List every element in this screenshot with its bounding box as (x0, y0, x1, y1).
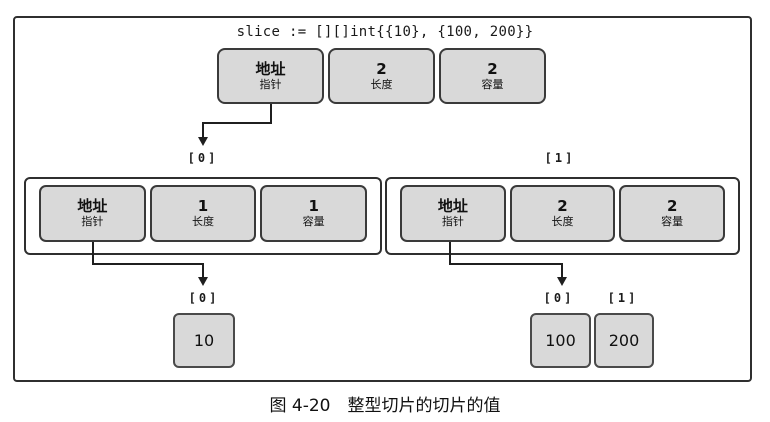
inner-slice-1-length-value: 2 (557, 197, 568, 216)
inner-slice-0-capacity-label: 容量 (302, 215, 325, 229)
outer-capacity-box: 2 容量 (439, 48, 546, 104)
inner-slice-1-header: 地址 指针 2 长度 2 容量 (385, 177, 740, 255)
outer-pointer-arrow-segment (270, 104, 272, 123)
outer-pointer-value: 地址 (255, 59, 286, 78)
inner-slice-0-pointer-value: 地址 (77, 197, 108, 216)
element-value-box: 100 (530, 313, 591, 368)
inner-slice-0-capacity-value: 1 (308, 197, 319, 216)
inner-slice-1-capacity-value: 2 (666, 197, 678, 216)
outer-pointer-arrowhead-icon (198, 137, 208, 146)
inner-slice-0-pointer-box: 地址 指针 (39, 185, 146, 242)
inner-slice-1-index-label: [1] (544, 151, 576, 165)
inner-slice-0-pointer-arrow-segment (92, 263, 204, 265)
outer-pointer-arrow-segment (202, 122, 204, 138)
outer-length-value: 2 (376, 59, 387, 78)
inner-slice-0-header: 地址 指针 1 长度 1 容量 (24, 177, 382, 255)
inner-slice-0-index-label: [0] (187, 151, 219, 165)
outer-capacity-value: 2 (487, 59, 498, 78)
element-100-index-label: [0] (543, 291, 575, 305)
figure-caption: 图 4-20 整型切片的切片的值 (269, 396, 501, 416)
inner-slice-0-pointer-label: 指针 (81, 215, 104, 229)
element-10-index-label: [0] (188, 291, 220, 305)
outer-pointer-arrow-segment (202, 122, 272, 124)
element-value-box: 200 (594, 313, 654, 368)
inner-slice-1-length-label: 长度 (551, 215, 574, 229)
inner-slice-0-pointer-arrow-segment (92, 242, 94, 264)
inner-slice-1-pointer-label: 指针 (441, 215, 464, 229)
outer-length-label: 长度 (370, 77, 393, 91)
inner-slice-1-pointer-arrow-segment (449, 263, 563, 265)
inner-slice-1-pointer-box: 地址 指针 (400, 185, 506, 242)
inner-slice-0-length-box: 1 长度 (149, 185, 257, 242)
inner-slice-1-pointer-arrow-segment (449, 242, 451, 264)
inner-slice-1-capacity-box: 2 容量 (619, 185, 726, 242)
outer-pointer-box: 地址 指针 (217, 48, 324, 104)
inner-slice-0-pointer-arrowhead-icon (198, 277, 208, 286)
element-value-box: 10 (173, 313, 235, 368)
inner-slice-1-capacity-label: 容量 (661, 215, 684, 229)
inner-slice-1-pointer-value: 地址 (437, 197, 468, 216)
outer-length-box: 2 长度 (328, 48, 435, 104)
outer-capacity-label: 容量 (481, 77, 504, 91)
inner-slice-0-capacity-box: 1 容量 (260, 185, 368, 242)
inner-slice-1-pointer-arrowhead-icon (557, 277, 567, 286)
inner-slice-0-length-label: 长度 (192, 215, 214, 229)
inner-slice-0-length-value: 1 (197, 197, 209, 216)
outer-slice-header: 地址 指针 2 长度 2 容量 (217, 48, 546, 104)
outer-pointer-label: 指针 (259, 77, 282, 91)
inner-slice-0-pointer-arrow-segment (202, 263, 204, 278)
inner-slice-1-pointer-arrow-segment (561, 263, 563, 278)
element-200-index-label: [1] (607, 291, 639, 305)
inner-slice-1-length-box: 2 长度 (509, 185, 616, 242)
slice-declaration-code: slice := [][]int{{10}, {100, 200}} (236, 24, 534, 40)
